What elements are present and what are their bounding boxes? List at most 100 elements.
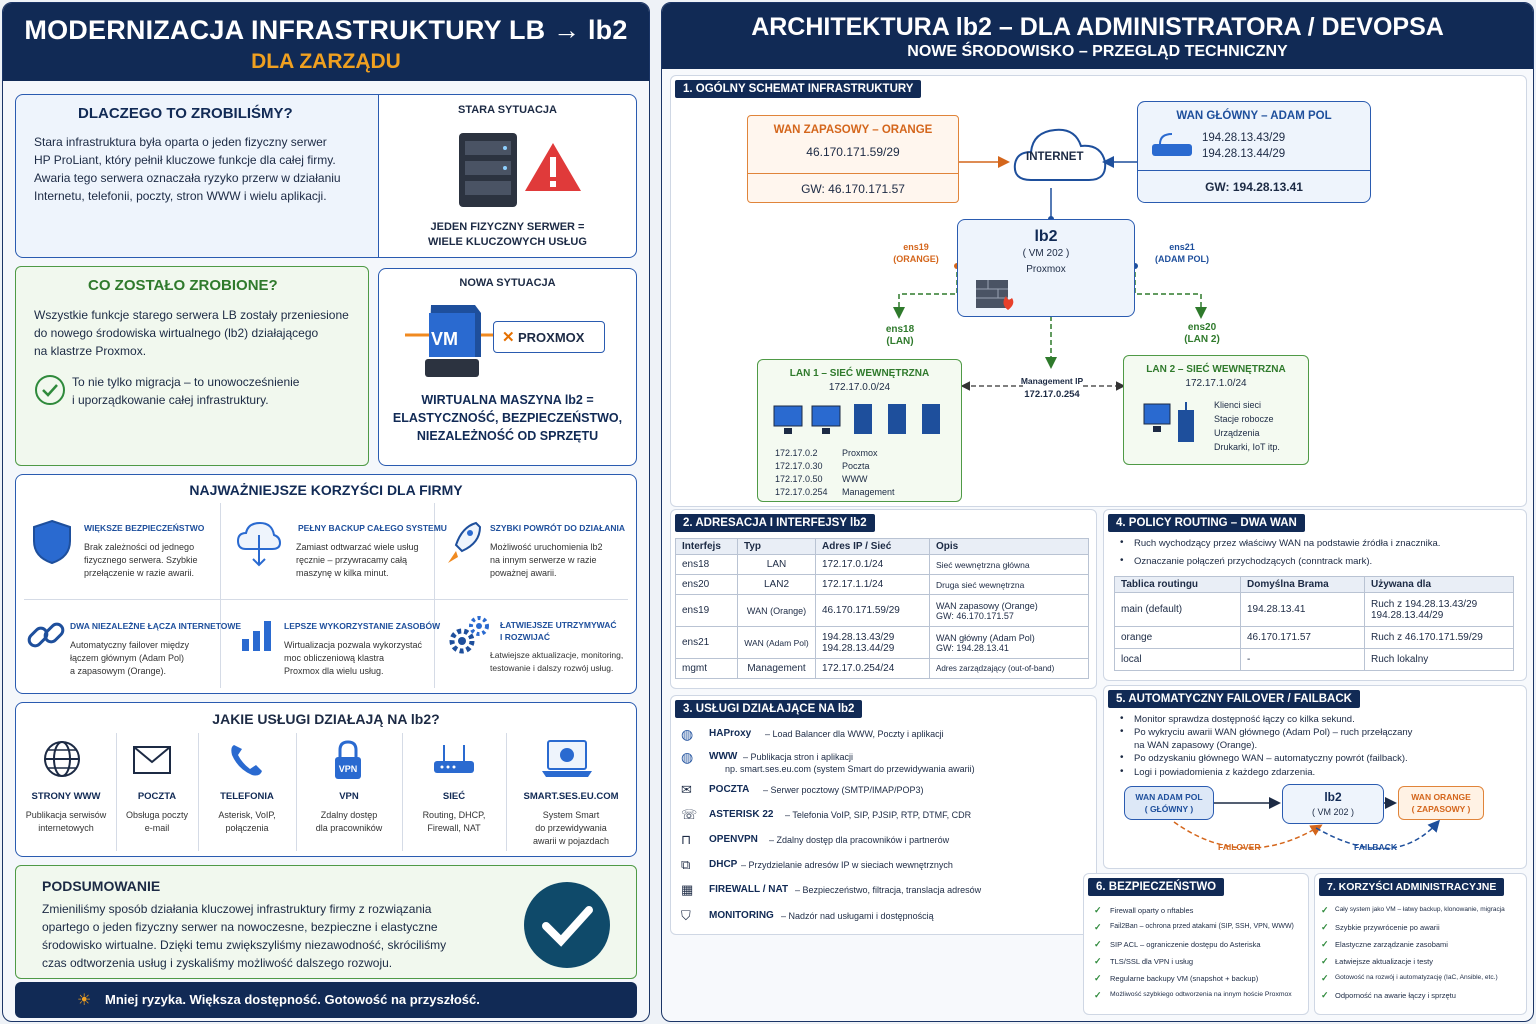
service-title-network: SIEĆ xyxy=(442,791,466,802)
management-panel: MODERNIZACJA INFRASTRUKTURY LB → lb2 DLA… xyxy=(2,2,650,1022)
services-section: JAKIE USŁUGI DZIAŁAJĄ NA lb2? STRONY WWW… xyxy=(15,702,637,857)
cell: ens19 xyxy=(675,594,738,627)
cell: Sieć wewnętrzna główna xyxy=(929,554,1089,575)
service-desc: – Load Balancer dla WWW, Poczty i aplika… xyxy=(765,729,944,739)
service-row-asterisk: ☏ ASTERISK 22 – Telefonia VoIP, SIP, PJS… xyxy=(681,807,1091,827)
lan2-item-1: Klienci sieci xyxy=(1214,400,1262,410)
cell: Management xyxy=(737,658,816,679)
failback-label: FAILBACK xyxy=(1354,842,1397,852)
flow-orange-box: WAN ORANGE ( ZAPASOWY ) xyxy=(1398,786,1484,820)
new-caption-3: NIEZALEŻNOŚĆ OD SPRZĘTU xyxy=(416,429,599,443)
service-desc-phone-2: połączenia xyxy=(225,823,269,833)
cell: ens21 xyxy=(675,626,738,659)
globe-small-icon: ◍ xyxy=(681,749,694,765)
mgmt-label: Management IP xyxy=(1020,376,1084,386)
check-circle-icon xyxy=(35,375,65,405)
done-text-3: na klastrze Proxmox. xyxy=(34,344,147,358)
old-situation-card: STARA SYTUACJA JEDEN FIZYCZNY SERWER = W… xyxy=(378,95,636,257)
lan1-devices-icon xyxy=(773,404,940,434)
check-circle-small-icon: ✓ xyxy=(1321,922,1329,932)
check-icon: ✓ xyxy=(1094,939,1102,949)
admin-benefit-6: Odporność na awarie łączy i sprzętu xyxy=(1335,991,1456,1000)
done-note-2: i uporządkowanie całej infrastruktury. xyxy=(72,393,269,407)
cell: WAN (Orange) xyxy=(737,594,816,627)
service-row-haproxy: ◍ HAProxy – Load Balancer dla WWW, Poczt… xyxy=(681,726,1091,746)
cell: WAN główny (Adam Pol) GW: 194.28.13.41 xyxy=(929,626,1089,659)
lan2-net: 172.17.1.0/24 xyxy=(1185,378,1247,389)
cell: ens20 xyxy=(675,574,738,595)
check-circle-small-icon: ✓ xyxy=(1321,939,1329,949)
service-desc: – Zdalny dostęp dla pracowników i partne… xyxy=(769,835,950,845)
service-title-vpn: VPN xyxy=(339,791,359,802)
wan-backup-gw: GW: 46.170.171.57 xyxy=(801,182,905,196)
failover-bullet-5: Logi i powiadomienia z każdego zdarzenia… xyxy=(1134,767,1316,778)
server-icon xyxy=(459,133,517,207)
management-subtitle: DLA ZARZĄDU xyxy=(251,50,401,73)
phone-icon xyxy=(231,745,262,776)
service-desc: – Publikacja stron i aplikacji xyxy=(743,752,854,762)
service-desc-network-2: Firewall, NAT xyxy=(427,823,481,833)
benefits-section: NAJWAŻNIEJSZE KORZYŚCI DLA FIRMY WIĘKSZE… xyxy=(15,474,637,694)
envelope-small-icon: ✉ xyxy=(681,782,692,797)
shield-icon xyxy=(33,519,71,565)
service-row-mail: ✉ POCZTA – Serwer pocztowy (SMTP/IMAP/PO… xyxy=(681,782,1091,802)
routing-header-row: Tablica routingu Domyślna Brama Używana … xyxy=(1114,576,1514,593)
flow-adam-2: ( GŁÓWNY ) xyxy=(1144,804,1194,814)
internet-label: INTERNET xyxy=(1026,151,1084,163)
table-row: orange 46.170.171.57 Ruch z 46.170.171.5… xyxy=(1114,626,1514,649)
benefit-desc-4a: Automatyczny failover między xyxy=(70,640,190,650)
wan-backup-box: WAN ZAPASOWY – ORANGE 46.170.171.59/29 G… xyxy=(747,115,959,203)
security-item-2: Fail2Ban – ochrona przed atakami (SIP, S… xyxy=(1110,923,1294,930)
management-title: MODERNIZACJA INFRASTRUKTURY LB → lb2 xyxy=(24,15,628,45)
lan2-item-4: Drukarki, IoT itp. xyxy=(1214,442,1280,452)
bullet-dot: • xyxy=(1120,537,1124,548)
service-name: OPENVPN xyxy=(709,834,758,845)
cell: Ruch z 194.28.13.43/29 194.28.13.44/29 xyxy=(1364,592,1514,627)
schema-section: 1. OGÓLNY SCHEMAT INFRASTRUKTURY WAN ZAP… xyxy=(670,75,1527,507)
failover-bullet-3: na WAN zapasowy (Orange). xyxy=(1134,740,1258,751)
service-desc: – Telefonia VoIP, SIP, PJSIP, RTP, DTMF,… xyxy=(785,810,972,820)
lan1-net: 172.17.0.0/24 xyxy=(828,382,891,393)
col-type: Typ xyxy=(737,538,816,555)
flow-lb2-box: lb2 ( VM 202 ) xyxy=(1282,784,1384,824)
table-row: local - Ruch lokalny xyxy=(1114,648,1514,671)
failover-arrows xyxy=(1173,797,1440,850)
check-icon: ✓ xyxy=(1094,922,1102,932)
interfaces-table: Interfejs Typ Adres IP / Sieć Opis ens18… xyxy=(675,538,1089,679)
cell: Adres zarządzający (out-of-band) xyxy=(929,658,1089,679)
interfaces-header-row: Interfejs Typ Adres IP / Sieć Opis xyxy=(675,538,1089,555)
new-caption-1: WIRTUALNA MASZYNA lb2 = xyxy=(421,393,594,407)
benefit-desc-6b: testowanie i dalszy rozwój usług. xyxy=(490,663,614,673)
new-situation-heading: NOWA SYTUACJA xyxy=(459,277,556,289)
table-row: ens21 WAN (Adam Pol) 194.28.13.43/29 194… xyxy=(675,626,1089,659)
service-name: MONITORING xyxy=(709,910,774,921)
admin-subtitle: NOWE ŚRODOWISKO – PRZEGLĄD TECHNICZNY xyxy=(907,43,1288,60)
lan1-row2-name: Poczta xyxy=(842,461,870,471)
service-name: POCZTA xyxy=(709,784,750,795)
service-desc: – Nadzór nad usługami i dostępnością xyxy=(781,911,934,921)
summary-text-3: środowisko wirtualne. Dzięki temu zwięks… xyxy=(42,938,447,952)
benefit-title-2: PEŁNY BACKUP CAŁEGO SYSTEMU xyxy=(298,523,447,533)
check-circle-small-icon: ✓ xyxy=(1321,905,1329,915)
new-situation-card: NOWA SYTUACJA VM ✕ PROXMOX WIRTUALNA MAS… xyxy=(378,268,637,466)
check-icon: ✓ xyxy=(1094,956,1102,966)
service-extra: np. smart.ses.eu.com (system Smart do pr… xyxy=(725,764,975,774)
check-icon: ✓ xyxy=(1094,990,1102,1000)
services-divider-1 xyxy=(116,733,117,851)
col-table: Tablica routingu xyxy=(1114,576,1241,593)
service-row-dhcp: ⧉ DHCP – Przydzielanie adresów IP w siec… xyxy=(681,857,1091,877)
lan1-row1-name: Proxmox xyxy=(842,448,878,458)
flow-adam-box: WAN ADAM POL ( GŁÓWNY ) xyxy=(1124,786,1214,820)
wan-main-box: WAN GŁÓWNY – ADAM POL 194.28.13.43/29 19… xyxy=(1137,101,1371,203)
col-used-for: Używana dla xyxy=(1364,576,1514,593)
lan1-box: LAN 1 – SIEĆ WEWNĘTRZNA 172.17.0.0/24 17… xyxy=(757,359,962,502)
service-title-smart: SMART.SES.EU.COM xyxy=(523,791,619,802)
why-section: DLACZEGO TO ZROBILIŚMY? Stara infrastruk… xyxy=(15,94,637,258)
lan2-box: LAN 2 – SIEĆ WEWNĘTRZNA 172.17.1.0/24 Kl… xyxy=(1123,355,1309,465)
firewall-small-icon: ▦ xyxy=(681,882,694,897)
lock-small-icon: ⊓ xyxy=(681,832,692,847)
security-item-5: Regularne backupy VM (snapshot + backup) xyxy=(1110,974,1259,983)
why-text-2: HP ProLiant, który pełnił kluczowe funkc… xyxy=(34,153,336,167)
failover-bullet-1: Monitor sprawdza dostępność łączy co kil… xyxy=(1134,714,1355,725)
old-caption-1: JEDEN FIZYCZNY SERWER = xyxy=(430,221,585,233)
